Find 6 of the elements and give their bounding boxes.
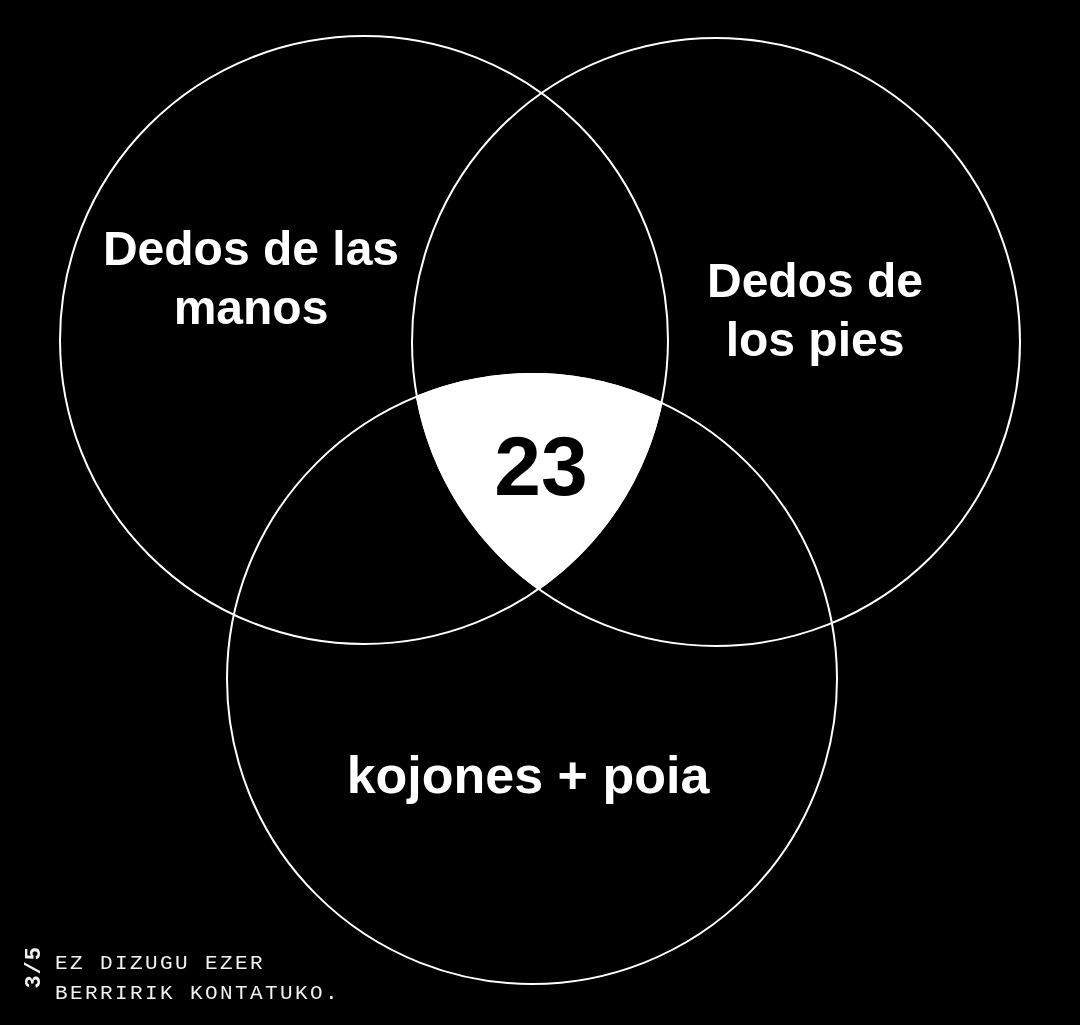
circle-label: kojones + poia (346, 746, 710, 805)
circle-label: Dedos de los pies (706, 254, 923, 366)
overlap-count: 23 (494, 418, 588, 513)
circle-label: Dedos de las manos (102, 222, 400, 334)
footer-note: EZ DIZUGU EZER BERRIRIK KONTATUKO. (55, 951, 342, 1007)
page-number: 3/5 (24, 946, 46, 989)
